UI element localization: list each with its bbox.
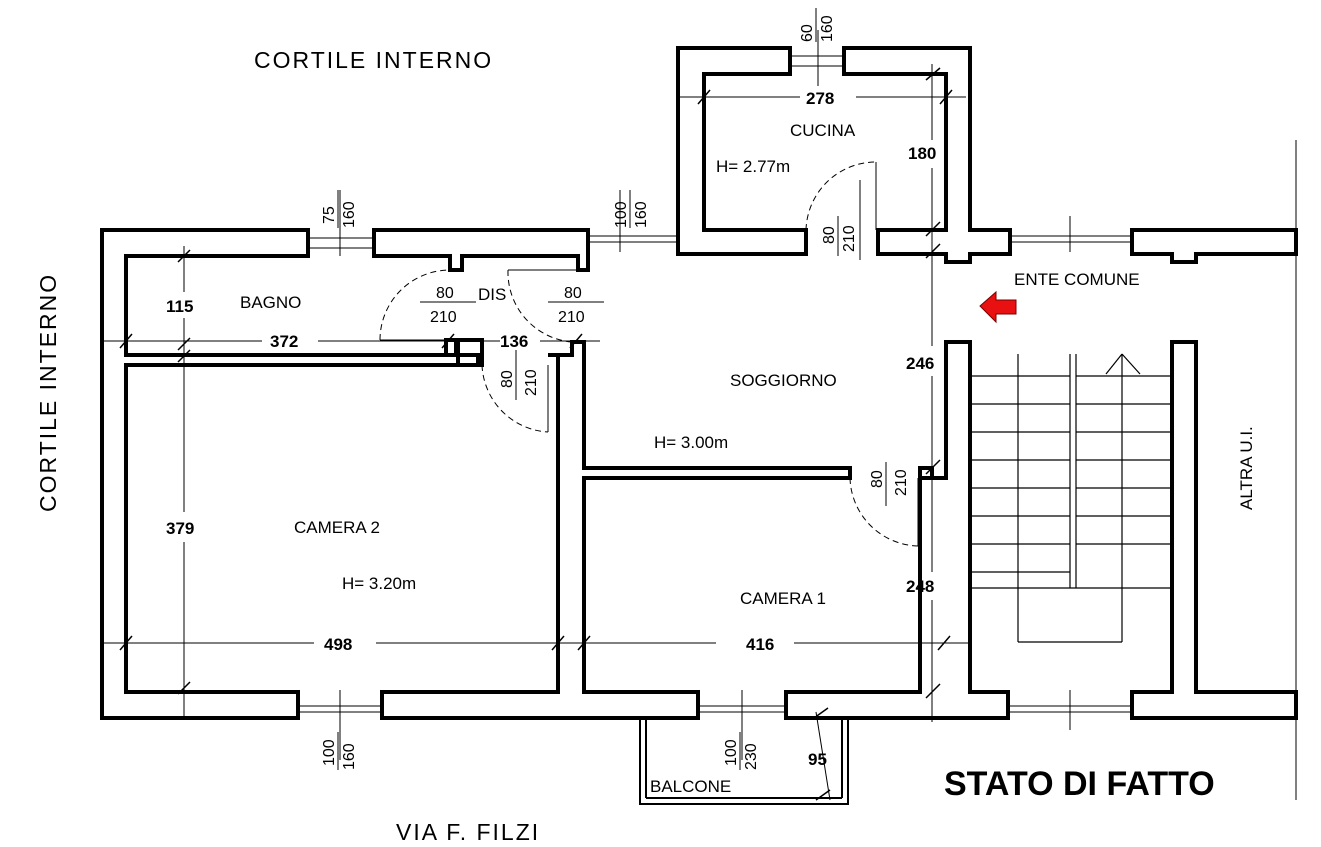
street-label: VIA F. FILZI xyxy=(396,819,540,845)
dim-bath-depth: 115 xyxy=(166,297,193,316)
balcony-outline xyxy=(639,718,849,805)
svg-text:210: 210 xyxy=(523,369,540,396)
dim-kitchen-width: 278 xyxy=(806,89,834,108)
svg-text:100: 100 xyxy=(723,739,740,766)
kitchen-wall-right xyxy=(842,46,1012,264)
opening-bath-window: 75 160 xyxy=(321,190,358,228)
kitchen-wall-left xyxy=(676,46,808,256)
staircase xyxy=(970,353,1172,643)
height-kitchen: H= 2.77m xyxy=(716,157,790,176)
opening-balcony-door: 100 230 xyxy=(723,732,760,770)
svg-text:230: 230 xyxy=(743,743,760,770)
dim-bedroom1-width: 416 xyxy=(746,635,774,654)
dim-balcony-depth: 95 xyxy=(808,750,827,769)
doors xyxy=(379,161,919,547)
svg-text:210: 210 xyxy=(893,469,910,496)
bedroom1-door-swing xyxy=(849,477,919,547)
svg-text:210: 210 xyxy=(558,309,585,326)
svg-text:100: 100 xyxy=(613,201,630,228)
plan-title: STATO DI FATTO xyxy=(944,765,1215,803)
bath-door-swing xyxy=(379,269,451,341)
room-kitchen: CUCINA xyxy=(790,121,856,140)
svg-text:160: 160 xyxy=(819,15,836,42)
stair-side-wall xyxy=(1130,340,1298,720)
opening-bedroom2-door: 80 210 xyxy=(499,369,540,396)
opening-kitchen-door: 80 210 xyxy=(821,216,858,256)
height-living: H= 3.00m xyxy=(654,433,728,452)
height-bedroom2: H= 3.20m xyxy=(342,574,416,593)
svg-text:75: 75 xyxy=(321,206,338,224)
opening-bath-door: 80 210 xyxy=(430,285,457,326)
room-bedroom1: CAMERA 1 xyxy=(740,589,826,608)
svg-text:80: 80 xyxy=(436,285,454,302)
room-bedroom2: CAMERA 2 xyxy=(294,518,380,537)
top-wall-mid xyxy=(372,228,590,272)
dim-bedroom2-width: 498 xyxy=(324,635,352,654)
opening-living-window: 100 160 xyxy=(613,190,650,228)
svg-text:160: 160 xyxy=(633,201,650,228)
top-wall-left xyxy=(100,228,480,720)
courtyard-left-label: CORTILE INTERNO xyxy=(35,273,61,512)
dim-kitchen-depth: 180 xyxy=(908,144,936,163)
dim-bedroom1-depth: 248 xyxy=(906,577,934,596)
other-unit-label: ALTRA U.I. xyxy=(1237,426,1256,510)
room-hallway: DIS xyxy=(478,285,506,304)
courtyard-top-label: CORTILE INTERNO xyxy=(254,47,493,73)
red-arrow-left-icon xyxy=(979,290,1017,324)
svg-text:80: 80 xyxy=(821,226,838,244)
svg-text:160: 160 xyxy=(341,201,358,228)
bedroom2-right-wall xyxy=(380,340,852,720)
svg-text:100: 100 xyxy=(321,739,338,766)
hall-door-swing xyxy=(507,269,573,343)
room-balcony: BALCONE xyxy=(650,777,731,796)
entrance-arrow xyxy=(979,290,1017,324)
bottom-wall-right xyxy=(784,340,1010,720)
dim-bath-width: 372 xyxy=(270,332,298,351)
svg-text:60: 60 xyxy=(799,24,816,42)
dimension-lines xyxy=(102,30,1071,801)
walls xyxy=(100,46,1298,805)
dim-living-depth-top: 246 xyxy=(906,354,934,373)
opening-bedroom2-window: 100 160 xyxy=(321,732,358,770)
room-living: SOGGIORNO xyxy=(730,371,837,390)
kitchen-door-swing xyxy=(805,161,877,231)
svg-text:160: 160 xyxy=(341,743,358,770)
dim-hall-width: 136 xyxy=(500,332,528,351)
common-area-label: ENTE COMUNE xyxy=(1014,270,1140,289)
svg-text:80: 80 xyxy=(499,370,516,388)
windows xyxy=(298,55,1132,713)
bedroom2-door-swing xyxy=(481,364,549,433)
opening-kitchen-window: 60 160 xyxy=(799,8,836,42)
svg-text:210: 210 xyxy=(430,309,457,326)
svg-text:80: 80 xyxy=(564,285,582,302)
opening-bedroom1-door: 80 210 xyxy=(869,469,910,496)
stair-wall-right xyxy=(1130,228,1298,264)
dim-bedroom2-depth: 379 xyxy=(166,519,194,538)
opening-hall-door: 80 210 xyxy=(558,285,585,326)
svg-text:210: 210 xyxy=(841,225,858,252)
svg-text:80: 80 xyxy=(869,470,886,488)
room-bathroom: BAGNO xyxy=(240,293,301,312)
